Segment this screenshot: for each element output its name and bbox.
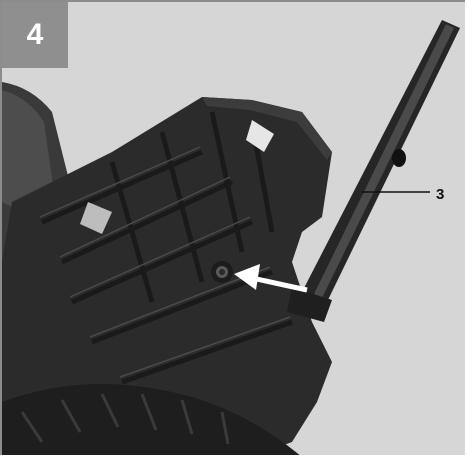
- callout-label-3: 3: [436, 186, 445, 203]
- insert-arrow: [234, 264, 308, 293]
- deck-bracket: [2, 97, 332, 455]
- step-number-badge: 4: [2, 2, 68, 68]
- bracket-ribs: [40, 111, 293, 385]
